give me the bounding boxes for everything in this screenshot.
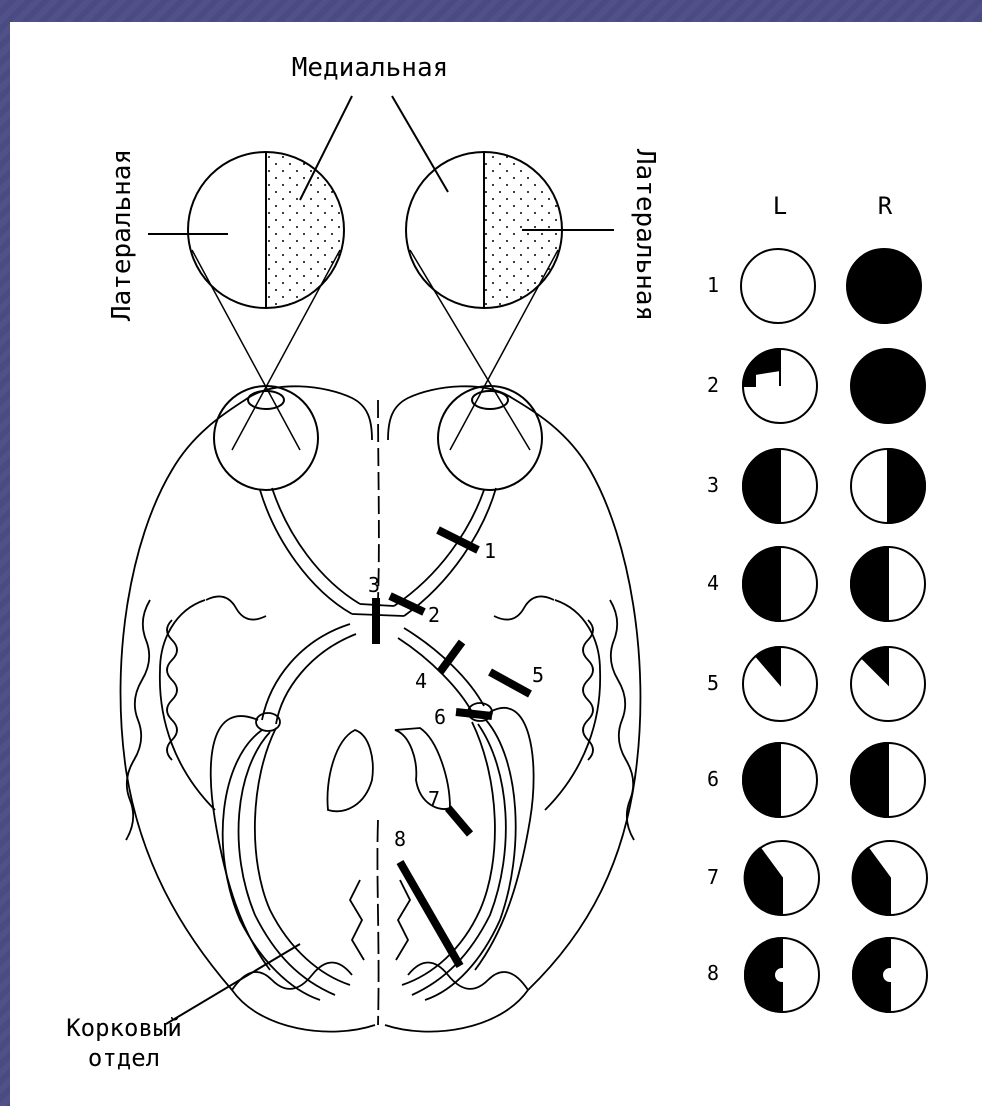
lesion-label: 3 bbox=[368, 573, 380, 597]
lesion-label: 1 bbox=[484, 539, 496, 563]
lesion-numbers: 1 2 3 4 5 6 7 8 bbox=[368, 539, 544, 851]
lesion-1-mark bbox=[438, 530, 478, 550]
field-7-left bbox=[745, 841, 819, 915]
lesion-7-mark bbox=[448, 808, 470, 834]
row-number: 3 bbox=[707, 473, 719, 497]
field-diagrams bbox=[741, 249, 927, 1012]
lesion-label: 2 bbox=[428, 603, 440, 627]
field-4-left bbox=[743, 547, 817, 621]
field-8-left bbox=[745, 938, 819, 1012]
field-8-right bbox=[853, 938, 927, 1012]
field-2-right bbox=[851, 349, 925, 423]
field-4-right bbox=[851, 547, 925, 621]
row-number: 7 bbox=[707, 865, 719, 889]
field-7-right bbox=[853, 841, 927, 915]
row-number: 2 bbox=[707, 373, 719, 397]
lesion-6-mark bbox=[456, 712, 492, 716]
field-6-left bbox=[743, 743, 817, 817]
field-5-left bbox=[743, 647, 817, 721]
column-header-left: L bbox=[773, 192, 787, 220]
field-3-right bbox=[851, 449, 925, 523]
row-number: 4 bbox=[707, 571, 719, 595]
lesion-8-mark bbox=[400, 862, 460, 966]
cortical-pointer bbox=[166, 944, 300, 1024]
brain-outline bbox=[121, 386, 641, 1031]
right-eye bbox=[438, 386, 542, 490]
field-5-right bbox=[851, 647, 925, 721]
cortical-label-line2: отдел bbox=[88, 1044, 160, 1072]
field-2-left bbox=[743, 349, 817, 423]
field-6-right bbox=[851, 743, 925, 817]
field-1-right bbox=[847, 249, 921, 323]
medial-label: Медиальная bbox=[292, 53, 449, 83]
column-header-right: R bbox=[878, 192, 893, 220]
lesion-5-mark bbox=[490, 672, 530, 694]
lesion-label: 6 bbox=[434, 705, 446, 729]
lesion-label: 4 bbox=[415, 669, 427, 693]
lesion-label: 8 bbox=[394, 827, 406, 851]
field-3-left bbox=[743, 449, 817, 523]
row-number: 6 bbox=[707, 767, 719, 791]
visual-field-table: L R 1 2 3 4 5 6 7 8 bbox=[707, 192, 927, 1012]
field-1-left bbox=[741, 249, 815, 323]
left-eye bbox=[214, 386, 318, 490]
optic-pathways bbox=[211, 488, 534, 1000]
lateral-left-label: Латеральная bbox=[107, 149, 137, 321]
row-number: 8 bbox=[707, 961, 719, 985]
lesion-label: 5 bbox=[532, 663, 544, 687]
lesion-label: 7 bbox=[428, 787, 440, 811]
row-number: 1 bbox=[707, 273, 719, 297]
row-numbers: 1 2 3 4 5 6 7 8 bbox=[707, 273, 719, 985]
cortical-label-line1: Корковый bbox=[66, 1014, 182, 1042]
row-number: 5 bbox=[707, 671, 719, 695]
lateral-right-label: Латеральная bbox=[630, 149, 660, 321]
